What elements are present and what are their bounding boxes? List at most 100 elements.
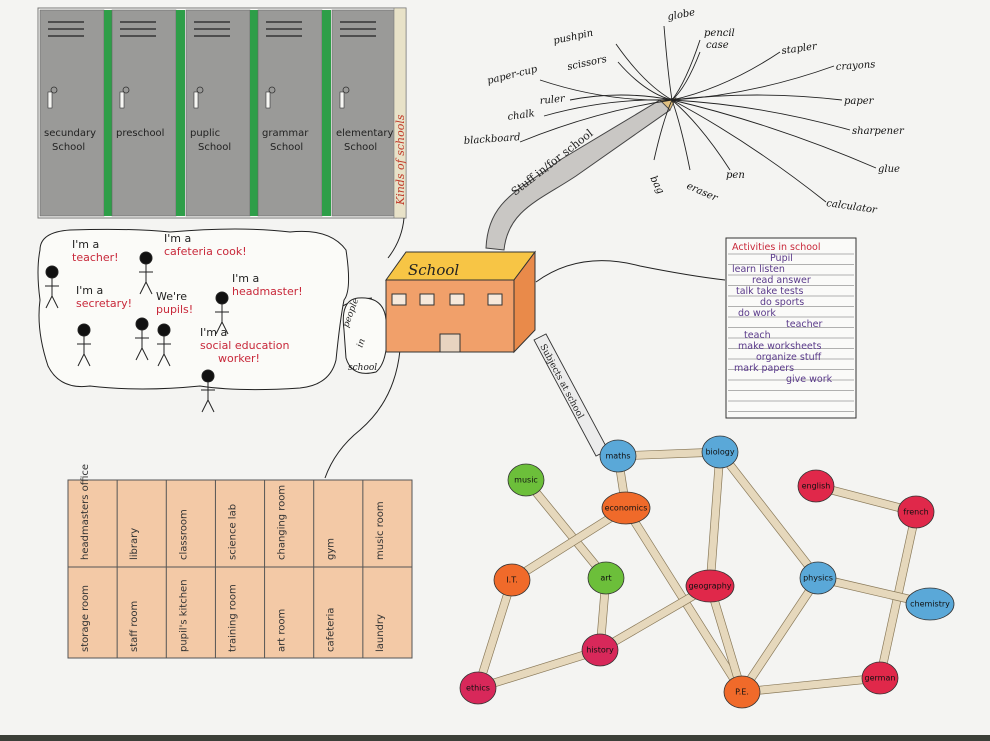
- tool-line-bag: [653, 99, 673, 161]
- people-speech-intro: I'm a: [76, 284, 103, 297]
- room-label-bottom: training room: [227, 584, 238, 652]
- room-label-top: classroom: [178, 509, 189, 560]
- room-label-top: science lab: [227, 504, 238, 560]
- people-branch-line-3: school: [348, 363, 377, 373]
- activity-item: teacher: [786, 319, 822, 330]
- tool-line-paper: [671, 94, 843, 101]
- subject-label: geography: [688, 582, 731, 591]
- tool-line-sharpener: [671, 99, 851, 131]
- tool-label-eraser: eraser: [685, 181, 720, 205]
- subject-label: german: [865, 674, 896, 683]
- tool-line-case: [671, 51, 701, 101]
- locker-stripe: [104, 10, 113, 216]
- subject-node-french: french: [897, 495, 935, 529]
- tool-label-pen: pen: [726, 170, 745, 181]
- tool-label-paper-cup: paper-cup: [486, 64, 539, 87]
- tool-line-stapler: [671, 51, 781, 101]
- tool-label-case: case: [706, 40, 729, 51]
- locker-label-4: grammar: [262, 128, 309, 139]
- tool-label-pencil: pencil: [704, 28, 735, 39]
- subject-node-pe: P.E.: [723, 675, 761, 709]
- subject-node-history: history: [581, 633, 619, 667]
- subject-node-it: I.T.: [493, 563, 531, 597]
- tool-label-blackboard: blackboard: [463, 132, 520, 147]
- tool-label-scissors: scissors: [566, 54, 608, 73]
- activity-item: learn listen: [732, 264, 785, 275]
- subject-node-maths: maths: [599, 439, 637, 473]
- people-speech-role: worker!: [218, 352, 260, 365]
- people-speech-intro: I'm a: [164, 232, 191, 245]
- activity-item: teach: [744, 330, 771, 341]
- stick-figure: [157, 323, 171, 367]
- tool-label-globe: globe: [667, 7, 697, 23]
- locker-label-2: preschool: [116, 128, 164, 139]
- activity-item: organize stuff: [756, 352, 822, 363]
- subject-label: maths: [605, 452, 630, 461]
- subjects-branch-label: Subjects at school: [537, 343, 585, 421]
- subjects-branch: Subjects at school: [533, 333, 609, 457]
- subject-label: music: [514, 476, 538, 485]
- subject-node-biology: biology: [701, 435, 739, 469]
- locker-sublabel-5: School: [344, 142, 377, 153]
- subject-label: ethics: [466, 684, 490, 693]
- subject-label: french: [903, 508, 928, 517]
- people-speech-role: secretary!: [76, 297, 132, 310]
- tool-label-stapler: stapler: [781, 41, 819, 57]
- school-title: School: [408, 261, 459, 279]
- tool-label-crayons: crayons: [835, 59, 875, 73]
- activity-item: make worksheets: [738, 341, 821, 352]
- subject-node-physics: physics: [799, 561, 837, 595]
- subject-node-german: german: [861, 661, 899, 695]
- room-label-bottom: storage room: [80, 585, 91, 652]
- room-label-bottom: cafeteria: [326, 608, 337, 652]
- room-label-bottom: staff room: [129, 601, 140, 652]
- subject-node-geography: geography: [685, 569, 735, 603]
- subject-label: english: [802, 482, 831, 491]
- stick-figure: [215, 291, 229, 335]
- activities-pupil-label: Pupil: [770, 253, 793, 264]
- locker-sublabel-3: School: [198, 142, 231, 153]
- locker-label-1: secundary: [44, 128, 96, 139]
- locker-stripe: [322, 10, 331, 216]
- tool-line-pushpin: [615, 43, 673, 101]
- locker-2: preschool: [111, 9, 177, 217]
- tool-label-pushpin: pushpin: [552, 28, 594, 47]
- stick-figure: [77, 323, 91, 367]
- tool-line-glue: [671, 99, 877, 169]
- stick-figure: [201, 369, 215, 413]
- people-branch: people in school: [341, 297, 388, 374]
- network-edge: [705, 451, 725, 587]
- room-label-top: library: [129, 528, 140, 560]
- people-branch-line-2: in: [355, 337, 367, 349]
- tool-line-ruler: [569, 94, 673, 101]
- people-speech-role: teacher!: [72, 251, 119, 264]
- room-label-bottom: art room: [277, 609, 288, 652]
- subject-label: P.E.: [735, 688, 749, 697]
- network-edge: [741, 673, 881, 697]
- tool-line-pen: [671, 99, 731, 171]
- room-label-top: changing room: [277, 485, 288, 560]
- locker-label-3: puplic: [190, 128, 220, 139]
- subject-node-english: english: [797, 469, 835, 503]
- lockers-side-label: Kinds of schools: [394, 114, 407, 206]
- locker-sublabel-4: School: [270, 142, 303, 153]
- people-speech-intro: I'm a: [232, 272, 259, 285]
- subject-label: history: [586, 646, 614, 655]
- activities-title: Activities in school: [732, 242, 821, 253]
- room-label-bottom: pupil's kitchen: [178, 579, 189, 652]
- tool-label-glue: glue: [878, 164, 900, 175]
- people-speech-intro: I'm a: [200, 326, 227, 339]
- subject-node-ethics: ethics: [459, 671, 497, 705]
- room-label-bottom: laundry: [375, 614, 386, 652]
- subject-label: physics: [803, 574, 833, 583]
- subject-node-music: music: [507, 463, 545, 497]
- stick-figure: [139, 251, 153, 295]
